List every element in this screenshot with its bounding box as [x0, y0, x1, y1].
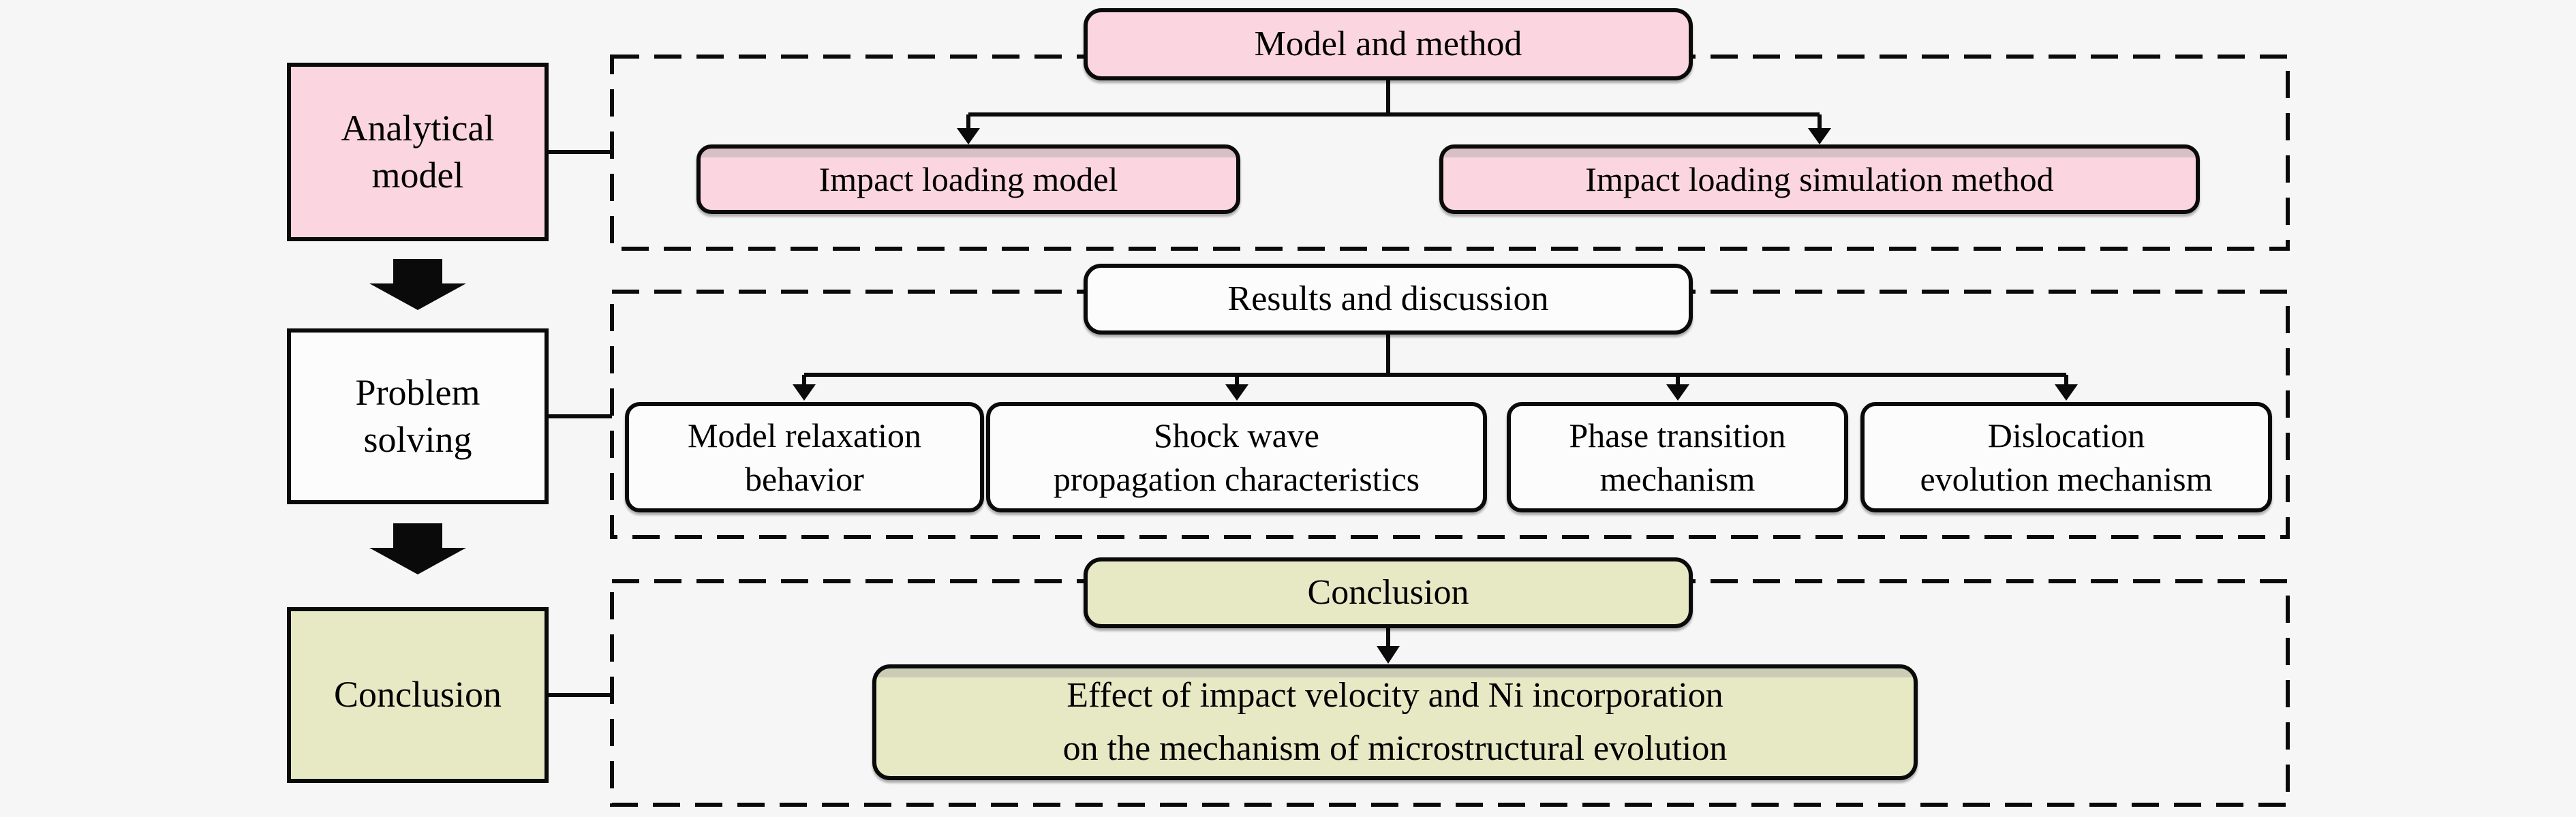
node-phase-transition-mechanism: Phase transition mechanism: [1507, 402, 1848, 512]
node-analytical-model: Analytical model: [287, 63, 549, 241]
node-label: Problem: [355, 371, 480, 413]
node-problem-solving: Problem solving: [287, 328, 549, 504]
node-conclusion: Conclusion: [287, 607, 549, 783]
arrowhead-icon: [1225, 384, 1248, 401]
node-label: Conclusion: [333, 674, 502, 715]
node-model-relaxation-behavior: Model relaxation behavior: [625, 402, 984, 512]
arrowhead-icon: [1808, 128, 1831, 144]
arrowhead-icon: [1666, 384, 1689, 401]
node-effect-of-impact-velocity: Effect of impact velocity and Ni incorpo…: [872, 664, 1918, 780]
node-label: Dislocation: [1987, 416, 2145, 454]
node-label: evolution mechanism: [1920, 460, 2213, 498]
arrowhead-icon: [1377, 646, 1400, 664]
node-shock-wave-propagation: Shock wave propagation characteristics: [986, 402, 1487, 512]
node-label: solving: [363, 419, 472, 460]
section-title-conclusion: Conclusion: [1084, 557, 1693, 628]
node-label: behavior: [745, 460, 864, 498]
arrowhead-icon: [957, 128, 980, 144]
node-label: Model relaxation: [688, 416, 921, 454]
node-label: Shock wave: [1154, 416, 1319, 454]
node-impact-loading-model: Impact loading model: [696, 144, 1240, 214]
section-title-results-and-discussion: Results and discussion: [1084, 264, 1693, 335]
node-label: Impact loading model: [818, 160, 1118, 198]
node-label: Phase transition: [1569, 416, 1786, 454]
block-down-arrow-icon: [369, 523, 466, 574]
node-label: model: [371, 155, 464, 196]
arrowhead-icon: [2055, 384, 2078, 401]
node-label: Effect of impact velocity and Ni incorpo…: [1067, 676, 1723, 715]
arrowhead-icon: [793, 384, 816, 401]
node-label: mechanism: [1599, 460, 1755, 498]
node-impact-loading-simulation-method: Impact loading simulation method: [1439, 144, 2200, 214]
section-title-model-and-method: Model and method: [1084, 8, 1693, 80]
node-label: on the mechanism of microstructural evol…: [1062, 729, 1728, 768]
section-title-label: Results and discussion: [1227, 279, 1549, 318]
node-dislocation-evolution-mechanism: Dislocation evolution mechanism: [1860, 402, 2272, 512]
block-down-arrow-icon: [369, 259, 466, 310]
section-title-label: Model and method: [1254, 24, 1522, 63]
node-label: Impact loading simulation method: [1585, 160, 2054, 198]
node-label: propagation characteristics: [1053, 460, 1420, 498]
node-label: Analytical: [341, 107, 495, 149]
section-title-label: Conclusion: [1307, 572, 1469, 612]
